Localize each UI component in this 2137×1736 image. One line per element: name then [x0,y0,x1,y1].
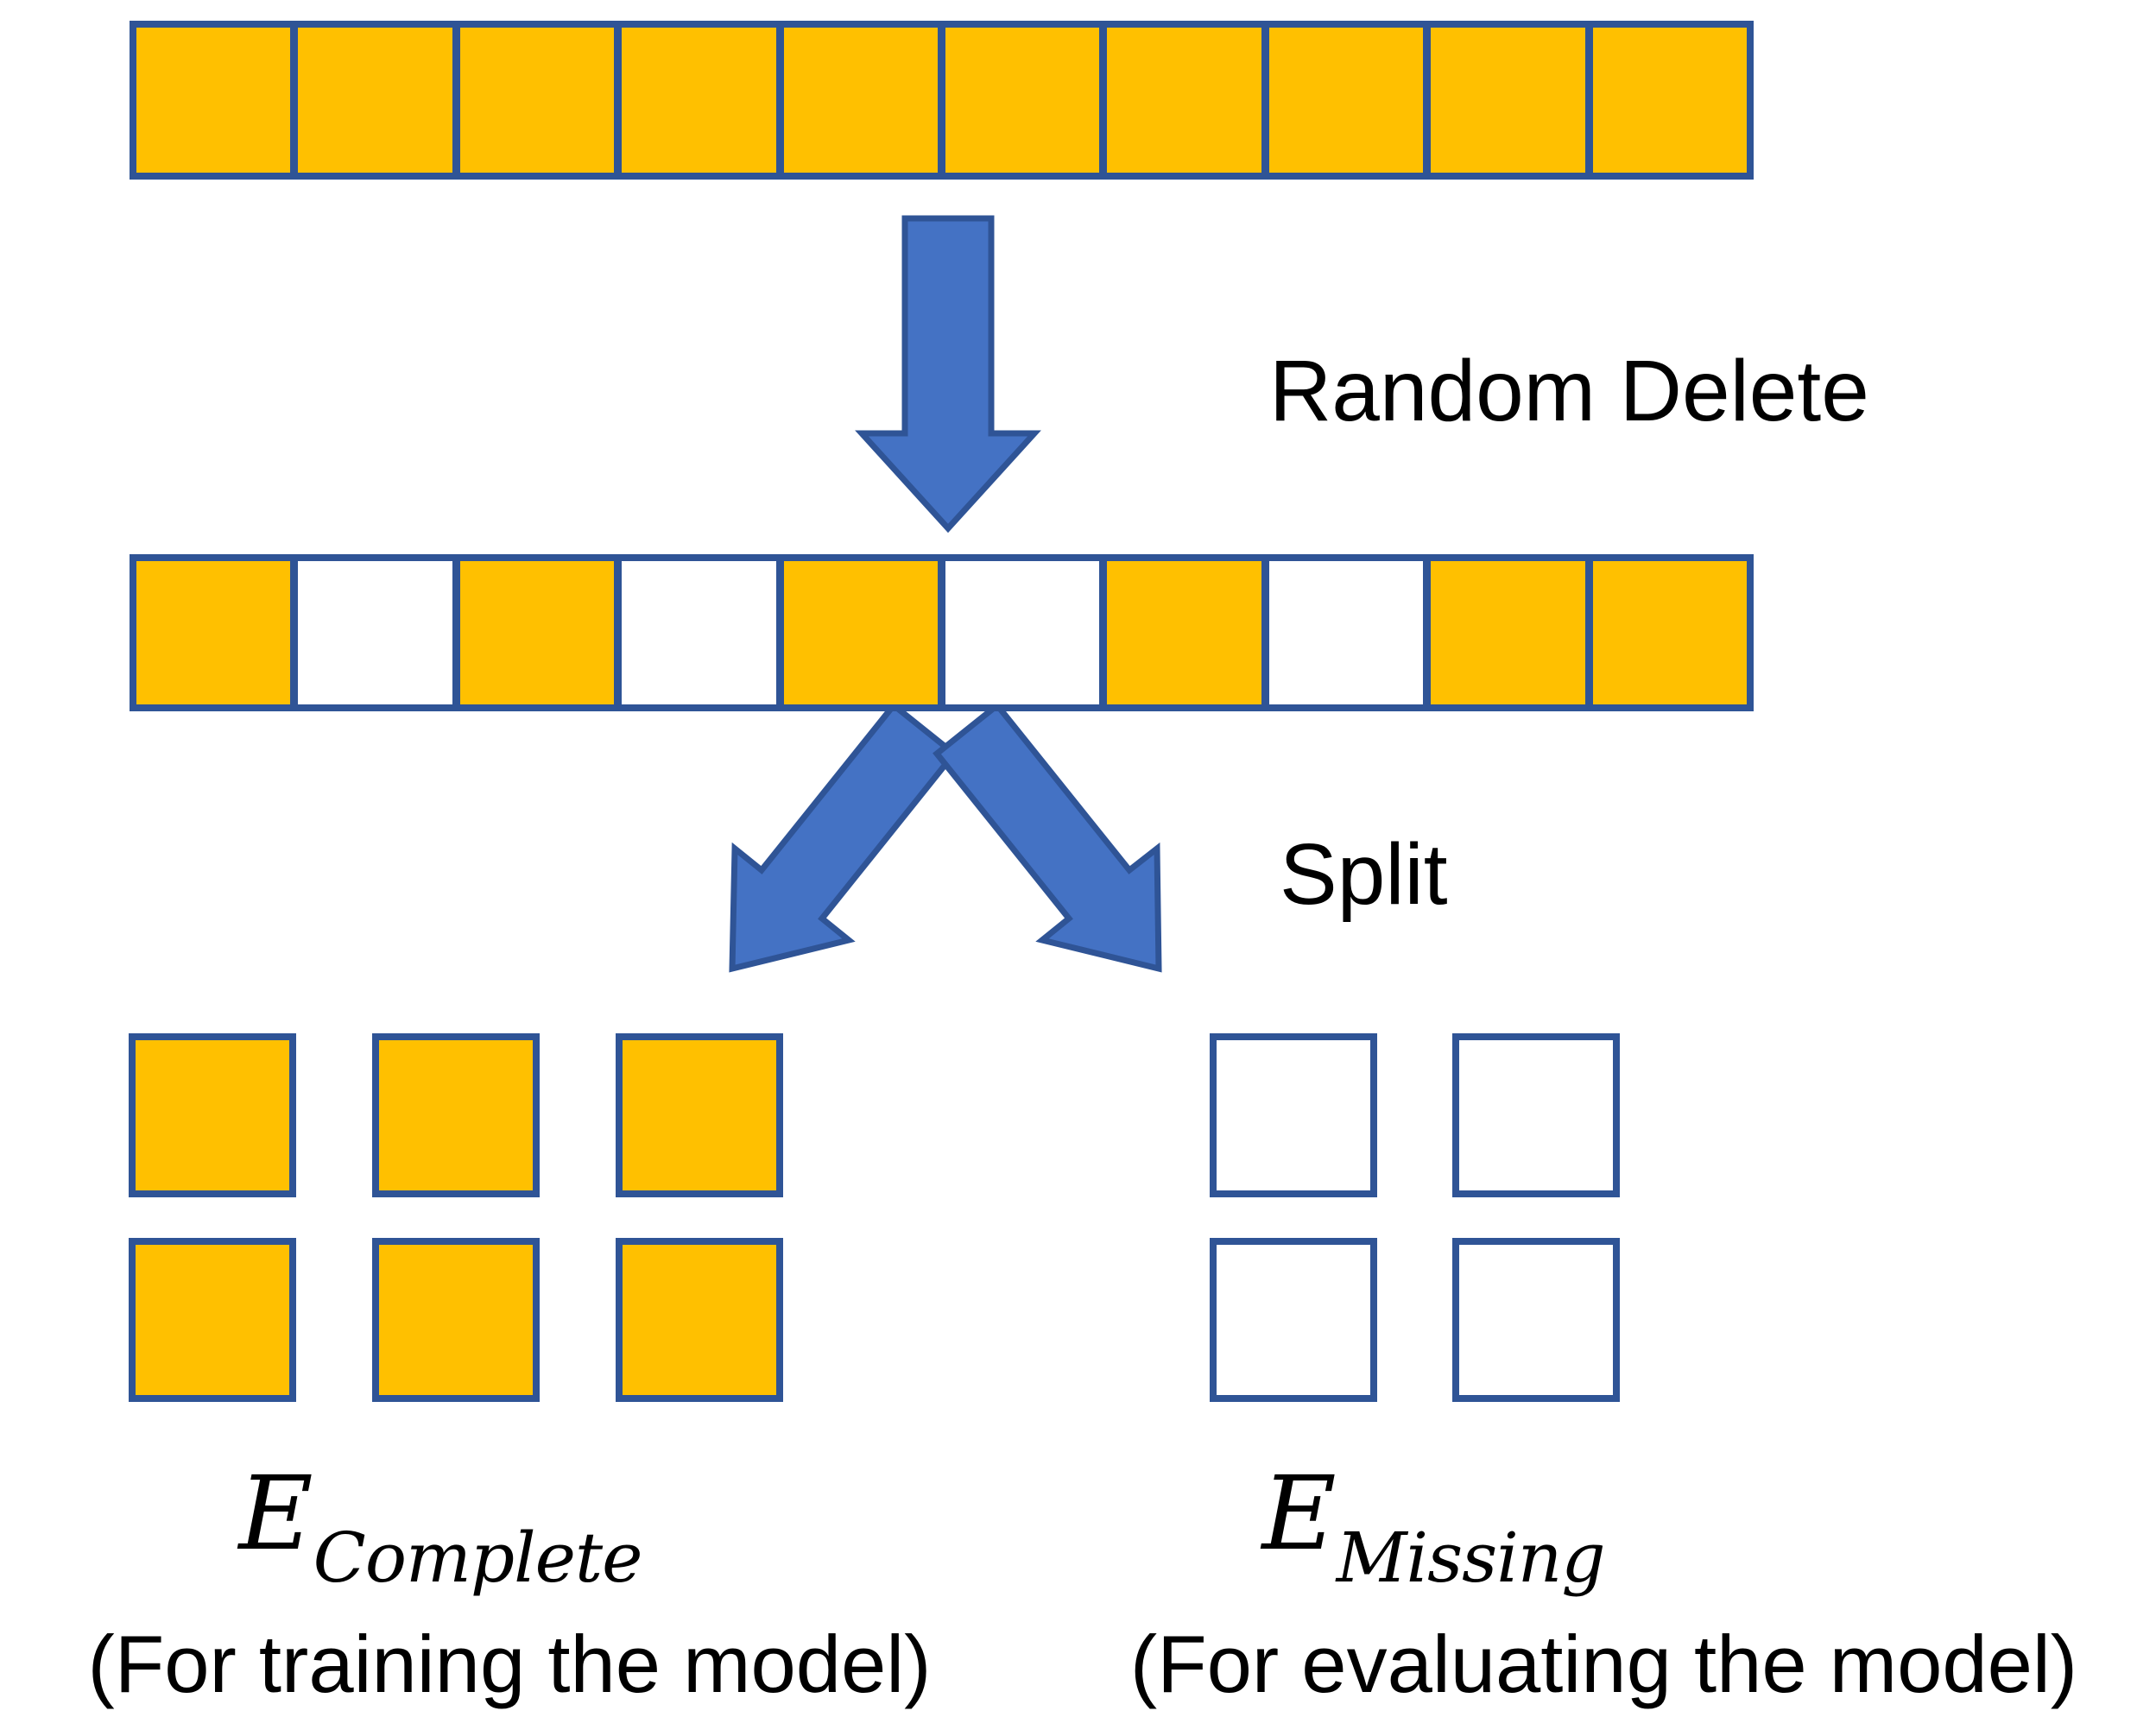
random-delete-label: Random Delete [1269,343,1869,439]
cell-filled [452,28,615,173]
for-evaluating-caption: (For evaluating the model) [1129,1619,2078,1709]
cell-filled [372,1033,540,1197]
split-label: Split [1280,826,1448,923]
cell-filled [290,28,452,173]
cell-filled [136,561,291,704]
original-data-row [130,21,1754,180]
cell-filled [775,28,939,173]
cell-filled [1099,28,1261,173]
cell-filled [938,28,1100,173]
cell-filled [372,1238,540,1402]
for-training-caption: (For training the model) [87,1619,932,1709]
cell-empty [290,561,452,704]
cell-filled [1584,561,1748,704]
cell-filled [1423,28,1585,173]
e-complete-label: EComplete [173,1462,708,1593]
cell-filled [616,1033,783,1197]
cell-empty [1452,1033,1620,1197]
cell-filled [1261,28,1424,173]
cell-empty [614,561,776,704]
e-complete-subscript: Complete [313,1518,643,1598]
cell-empty [1452,1238,1620,1402]
missing-entries-group [1210,1033,1620,1402]
cell-filled [1099,561,1261,704]
cell-empty [1261,561,1424,704]
e-complete-base: E [238,1454,313,1573]
cell-filled [136,28,291,173]
cell-filled [775,561,939,704]
split-arrow-left-icon [729,701,958,973]
cell-filled [614,28,776,173]
cell-filled [616,1238,783,1402]
cell-filled [1584,28,1748,173]
cell-empty [1210,1033,1377,1197]
split-arrow-right-icon [933,701,1162,973]
after-delete-row [130,554,1754,711]
complete-entries-group [129,1033,783,1402]
cell-empty [1210,1238,1377,1402]
cell-empty [938,561,1100,704]
e-missing-base: E [1261,1454,1337,1573]
cell-filled [129,1238,296,1402]
e-missing-subscript: Missing [1336,1518,1606,1598]
e-missing-label: EMissing [1183,1462,1684,1593]
cell-filled [452,561,615,704]
cell-filled [129,1033,296,1197]
cell-filled [1423,561,1585,704]
down-arrow-icon [855,215,1041,533]
